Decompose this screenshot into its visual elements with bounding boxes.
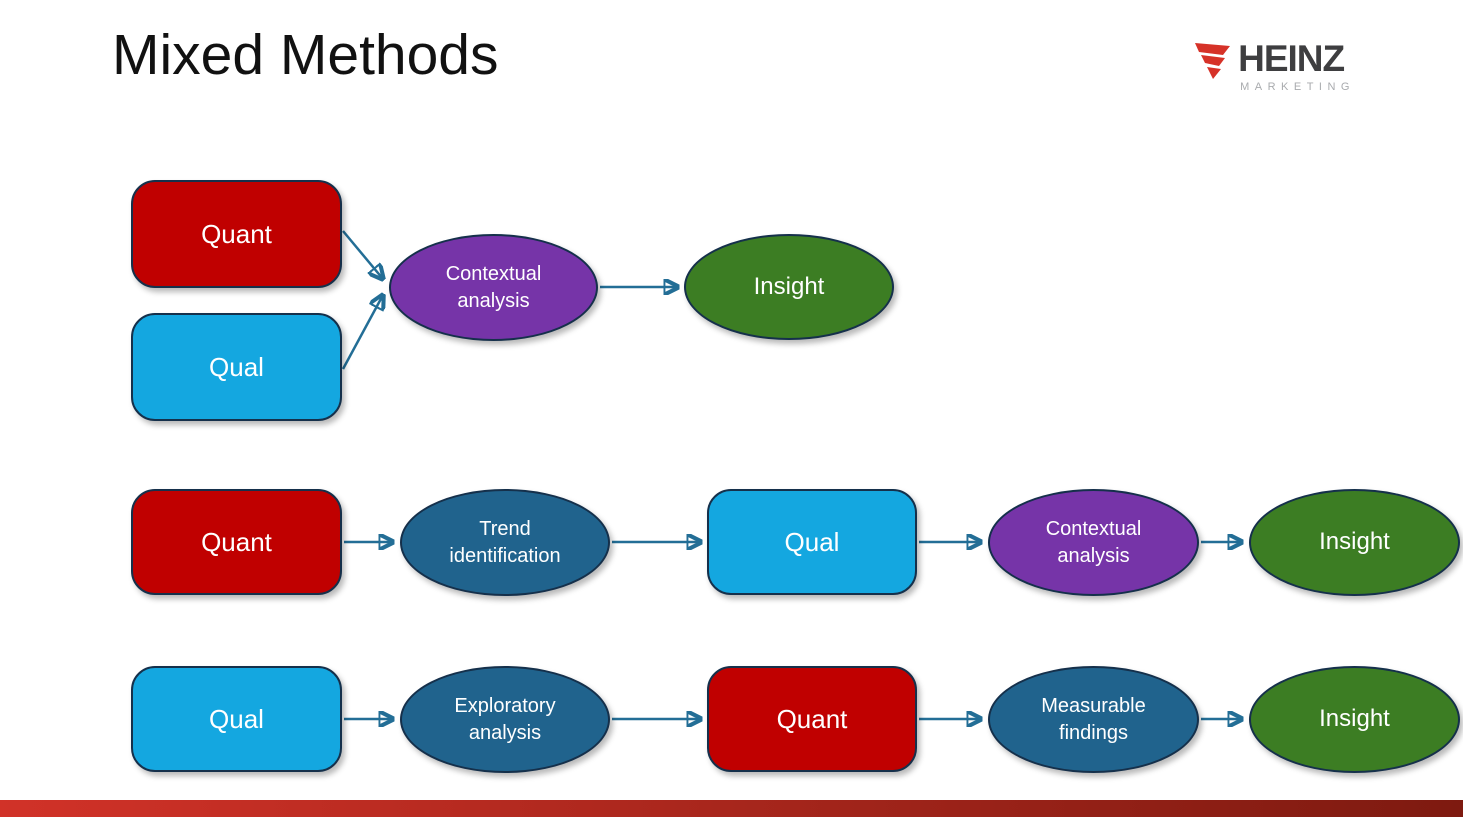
node-row2-qual: Qual xyxy=(707,489,917,595)
node-row1-qual: Qual xyxy=(131,313,342,421)
node-row1-quant: Quant xyxy=(131,180,342,288)
node-row1-insight: Insight xyxy=(684,234,894,340)
node-row3-quant: Quant xyxy=(707,666,917,772)
node-row2-trend-identification: Trend identification xyxy=(400,489,610,596)
node-row3-measurable-findings: Measurable findings xyxy=(988,666,1199,773)
node-row2-contextual-analysis: Contextual analysis xyxy=(988,489,1199,596)
node-row2-quant: Quant xyxy=(131,489,342,595)
heinz-logo: HEINZ MARKETING xyxy=(1194,40,1355,93)
node-row3-qual: Qual xyxy=(131,666,342,772)
node-row3-insight: Insight xyxy=(1249,666,1460,773)
node-row1-contextual-analysis: Contextual analysis xyxy=(389,234,598,341)
logo-wordmark: HEINZ xyxy=(1238,38,1345,79)
footer-accent-bar xyxy=(0,800,1463,817)
node-row2-insight: Insight xyxy=(1249,489,1460,596)
node-row3-exploratory-analysis: Exploratory analysis xyxy=(400,666,610,773)
logo-subtitle: MARKETING xyxy=(1240,81,1355,93)
page-title: Mixed Methods xyxy=(112,23,499,87)
funnel-icon xyxy=(1195,43,1231,79)
